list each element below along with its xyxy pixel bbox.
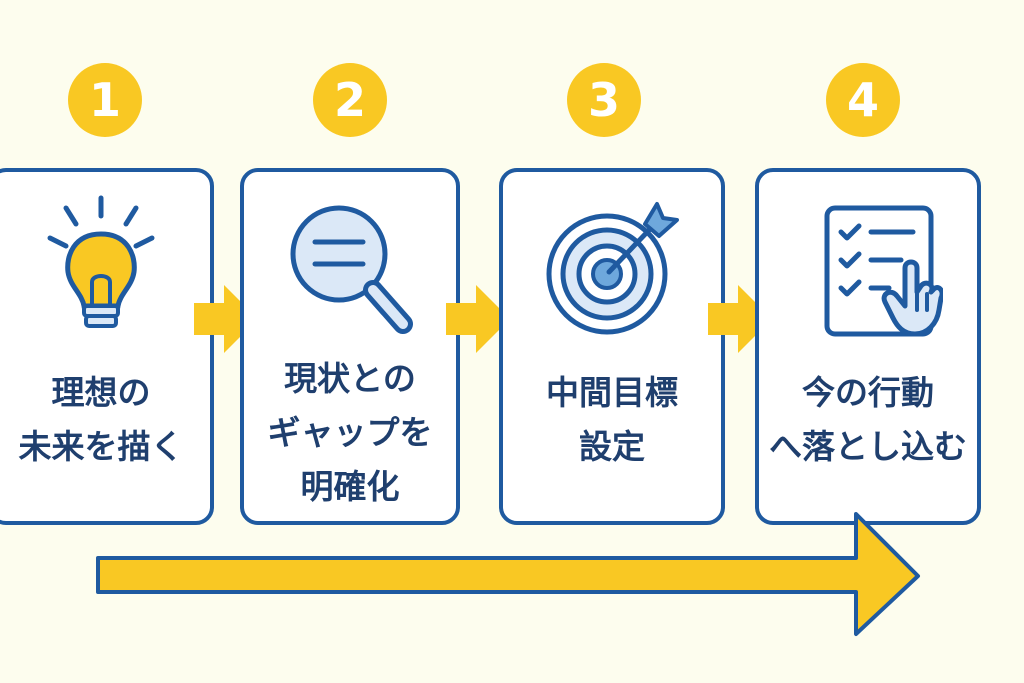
step-2-label-line-1: 現状との — [284, 359, 416, 398]
step-4-label-line-2: へ落とし込む — [769, 427, 967, 466]
next-arrow-2 — [446, 285, 510, 353]
step-4-card: 今の行動 へ落とし込む — [755, 168, 981, 525]
step-2-label-line-3: 明確化 — [300, 467, 400, 506]
step-3-card: 中間目標 設定 — [499, 168, 725, 525]
step-4-label-line-1: 今の行動 — [802, 373, 934, 412]
step-1-label-line-2: 未来を描く — [18, 427, 184, 466]
target-icon — [503, 194, 721, 344]
step-4-label: 今の行動 へ落とし込む — [759, 366, 977, 474]
lightbulb-icon — [0, 194, 210, 344]
step-3-label-line-2: 設定 — [579, 427, 645, 466]
next-arrow-3 — [708, 285, 772, 353]
step-2-label-line-2: ギャップを — [267, 413, 433, 452]
step-4-badge: 4 — [826, 63, 900, 137]
step-1-label-line-1: 理想の — [51, 373, 151, 412]
step-2-label: 現状との ギャップを 明確化 — [244, 352, 456, 514]
step-2-badge: 2 — [313, 63, 387, 137]
step-3-label: 中間目標 設定 — [503, 366, 721, 474]
checklist-icon — [759, 194, 977, 344]
step-3-label-line-1: 中間目標 — [546, 373, 678, 412]
magnifier-icon — [244, 194, 456, 344]
step-3-badge: 3 — [567, 63, 641, 137]
step-1-badge: 1 — [68, 63, 142, 137]
progress-arrow — [96, 512, 920, 636]
next-arrow-1 — [194, 285, 258, 353]
step-1-card: 理想の 未来を描く — [0, 168, 214, 525]
step-1-label: 理想の 未来を描く — [0, 366, 210, 474]
step-2-card: 現状との ギャップを 明確化 — [240, 168, 460, 525]
